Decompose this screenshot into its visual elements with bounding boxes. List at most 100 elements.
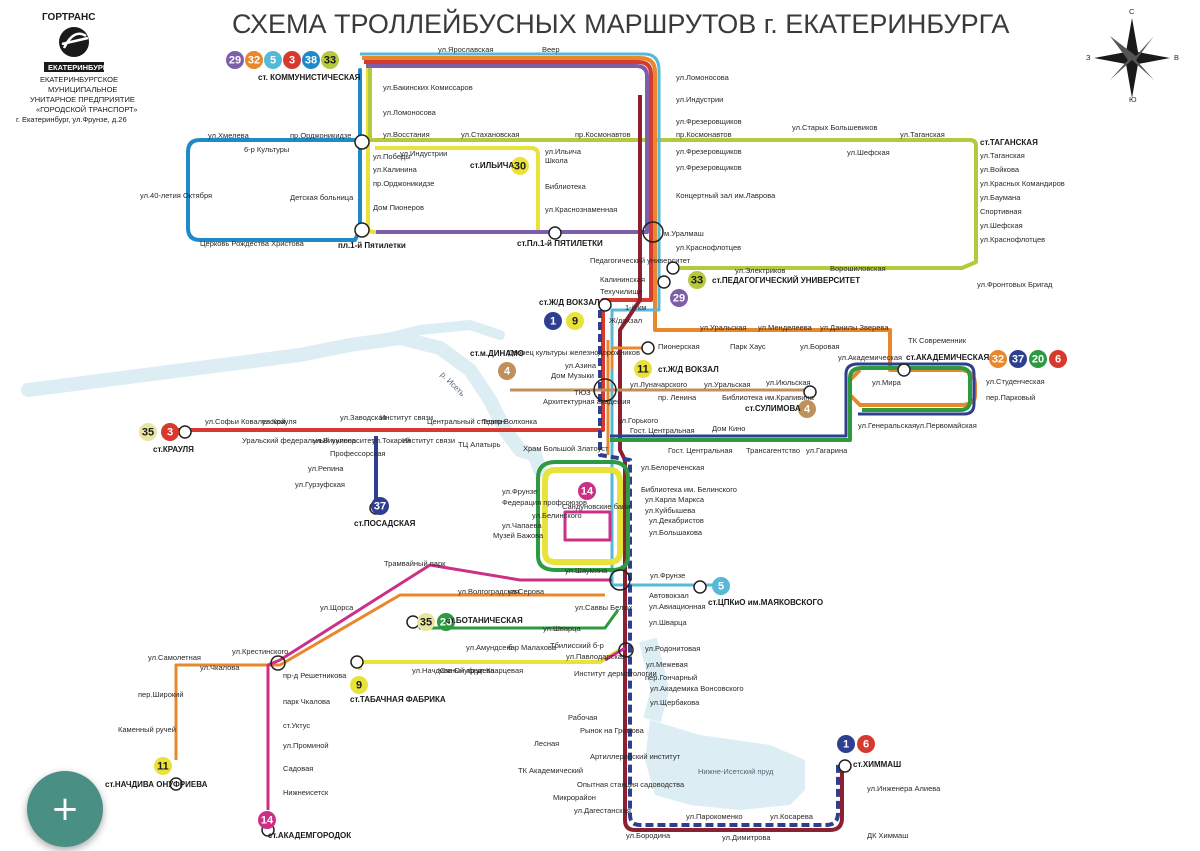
station-node[interactable]: [897, 363, 911, 377]
route-badge[interactable]: 6: [1049, 350, 1067, 368]
stop-label: ул.Уральская: [704, 380, 751, 389]
stop-label: ул.Шефская: [980, 221, 1023, 230]
route-badge-circle: [837, 735, 855, 753]
route-badge[interactable]: 29: [226, 51, 244, 69]
route-badge[interactable]: 20: [437, 613, 455, 631]
stop-label: ул.Декабристов: [649, 516, 704, 525]
route-badge[interactable]: 11: [634, 360, 652, 378]
stop-label: ул.Академическая: [838, 353, 902, 362]
route-badge[interactable]: 37: [371, 497, 389, 515]
route-badge-circle: [245, 51, 263, 69]
route-badge-circle: [139, 423, 157, 441]
route-badge[interactable]: 29: [670, 289, 688, 307]
route-badge-number: 35: [142, 427, 154, 439]
stop-label: пер.Парковый: [986, 393, 1035, 402]
stop-label: ул.Чкалова: [200, 663, 240, 672]
route-6-main: [618, 95, 844, 832]
station-node[interactable]: [178, 425, 192, 439]
stop-label: ул.Ярославская: [438, 45, 493, 54]
route-badge-number: 11: [157, 761, 169, 773]
stop-label: ДК Химмаш: [867, 831, 908, 840]
station-node[interactable]: [270, 655, 286, 671]
station-node[interactable]: [641, 341, 655, 355]
station-node[interactable]: [666, 261, 680, 275]
station-node[interactable]: [609, 569, 631, 591]
route-badge[interactable]: 3: [283, 51, 301, 69]
stop-label: Микрорайон: [553, 793, 596, 802]
stop-label: Библиотека: [545, 182, 587, 191]
route-badge[interactable]: 32: [989, 350, 1007, 368]
station-node[interactable]: [618, 642, 634, 658]
stop-label: ул.Фрунзе: [502, 487, 537, 496]
terminal-label: ст.ТАГАНСКАЯ: [980, 138, 1038, 147]
station-node[interactable]: [657, 275, 671, 289]
route-badge[interactable]: 4: [798, 400, 816, 418]
route-badge-number: 6: [1055, 354, 1061, 366]
route-badge-number: 1: [550, 316, 556, 328]
terminal-label: ст.ХИММАШ: [853, 760, 901, 769]
station-node[interactable]: [593, 378, 617, 402]
route-badge[interactable]: 9: [350, 676, 368, 694]
stop-label: Техучилище: [600, 287, 643, 296]
terminal-label: ст.Пл.1-й ПЯТИЛЕТКИ: [517, 239, 603, 248]
stop-label: ул.Фронтовых Бригад: [977, 280, 1053, 289]
stop-label: ул.Бакинских Комиссаров: [383, 83, 473, 92]
route-badge[interactable]: 30: [511, 157, 529, 175]
stop-label: ул.Данилы Зверева: [820, 323, 889, 332]
stop-label: Южный пр-д: [438, 666, 482, 675]
route-badge[interactable]: 33: [688, 271, 706, 289]
route-badge[interactable]: 9: [566, 312, 584, 330]
stop-label: пер.Гончарный: [645, 673, 697, 682]
add-button[interactable]: +: [27, 771, 103, 847]
route-badge-number: 29: [229, 55, 241, 67]
stop-label: пр.Космонавтов: [575, 130, 631, 139]
station-node[interactable]: [693, 580, 707, 594]
stop-label: Гост. Центральная: [668, 446, 733, 455]
stop-label: ул.Индустрии: [676, 95, 723, 104]
stop-label: ул.Инженера Алиева: [867, 784, 941, 793]
route-badge[interactable]: 14: [258, 811, 276, 829]
station-node[interactable]: [598, 298, 612, 312]
stop-label: Садовая: [283, 764, 313, 773]
route-badge[interactable]: 1: [544, 312, 562, 330]
stop-label: ст.Уктус: [283, 721, 310, 730]
station-node[interactable]: [803, 385, 817, 399]
route-badge[interactable]: 5: [264, 51, 282, 69]
route-badge[interactable]: 3: [161, 423, 179, 441]
terminal-label: ст.Ж/Д ВОКЗАЛ: [539, 298, 600, 307]
route-badge[interactable]: 38: [302, 51, 320, 69]
station-node[interactable]: [642, 221, 664, 243]
route-badge[interactable]: 33: [321, 51, 339, 69]
route-badge[interactable]: 20: [1029, 350, 1047, 368]
stop-label: ул.Авиационная: [649, 602, 706, 611]
stop-label: 6-р Культуры: [244, 145, 289, 154]
stop-label: ул.Студенческая: [986, 377, 1045, 386]
station-node[interactable]: [350, 655, 364, 669]
station-node[interactable]: [354, 222, 370, 238]
route-badge[interactable]: 14: [578, 482, 596, 500]
stop-label: ТЮЗ: [574, 388, 591, 397]
stop-label: ул.Викулова: [313, 436, 357, 445]
route-badge[interactable]: 4: [498, 362, 516, 380]
route-badge[interactable]: 32: [245, 51, 263, 69]
central-loop-pink: [563, 510, 612, 542]
route-badge[interactable]: 11: [154, 757, 172, 775]
stop-label: ул.Фрезеровщиков: [676, 117, 742, 126]
stop-label: ул.Уральская: [700, 323, 747, 332]
station-node[interactable]: [169, 777, 183, 791]
station-node[interactable]: [354, 134, 370, 150]
route-badge[interactable]: 35: [139, 423, 157, 441]
station-node[interactable]: [548, 226, 562, 240]
route-badge[interactable]: 37: [1009, 350, 1027, 368]
route-badge[interactable]: 35: [417, 613, 435, 631]
route-badge-number: 9: [572, 316, 578, 328]
stop-label: ул.Бородина: [626, 831, 671, 840]
stop-label: ул.Электриков: [735, 266, 785, 275]
stop-label: ул.Карла Маркса: [645, 495, 705, 504]
stop-label: ул.Ломоносова: [383, 108, 437, 117]
route-badge[interactable]: 6: [857, 735, 875, 753]
route-badge-circle: [437, 613, 455, 631]
route-badge[interactable]: 1: [837, 735, 855, 753]
route-badge[interactable]: 5: [712, 577, 730, 595]
station-node[interactable]: [838, 759, 852, 773]
